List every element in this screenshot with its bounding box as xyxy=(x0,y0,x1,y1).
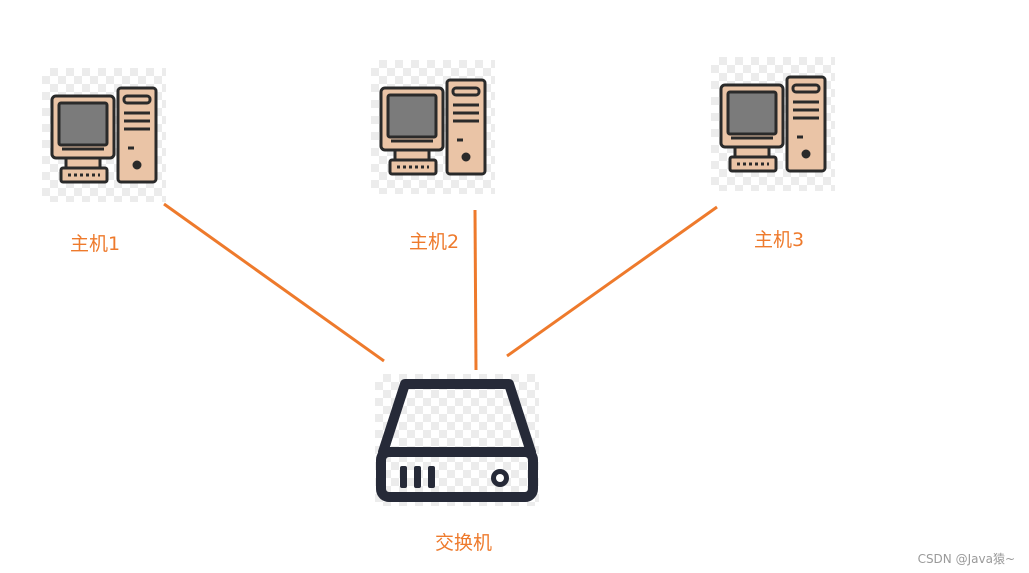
host-2-label: 主机2 xyxy=(409,231,460,253)
network-switch-icon xyxy=(376,379,538,502)
host-3 xyxy=(711,57,835,191)
host-2 xyxy=(371,60,495,194)
link-host3-switch xyxy=(506,205,718,358)
host-3-label: 主机3 xyxy=(754,229,805,251)
desktop-computer-icon xyxy=(379,78,487,176)
switch-label: 交换机 xyxy=(435,532,493,554)
link-host2-switch xyxy=(473,209,478,371)
network-switch xyxy=(375,374,539,506)
host-1 xyxy=(42,68,166,202)
link-host1-switch xyxy=(163,202,385,363)
host-1-label: 主机1 xyxy=(70,233,121,255)
desktop-computer-icon xyxy=(719,75,827,173)
watermark: CSDN @Java猿~ xyxy=(917,552,1015,566)
desktop-computer-icon xyxy=(50,86,158,184)
